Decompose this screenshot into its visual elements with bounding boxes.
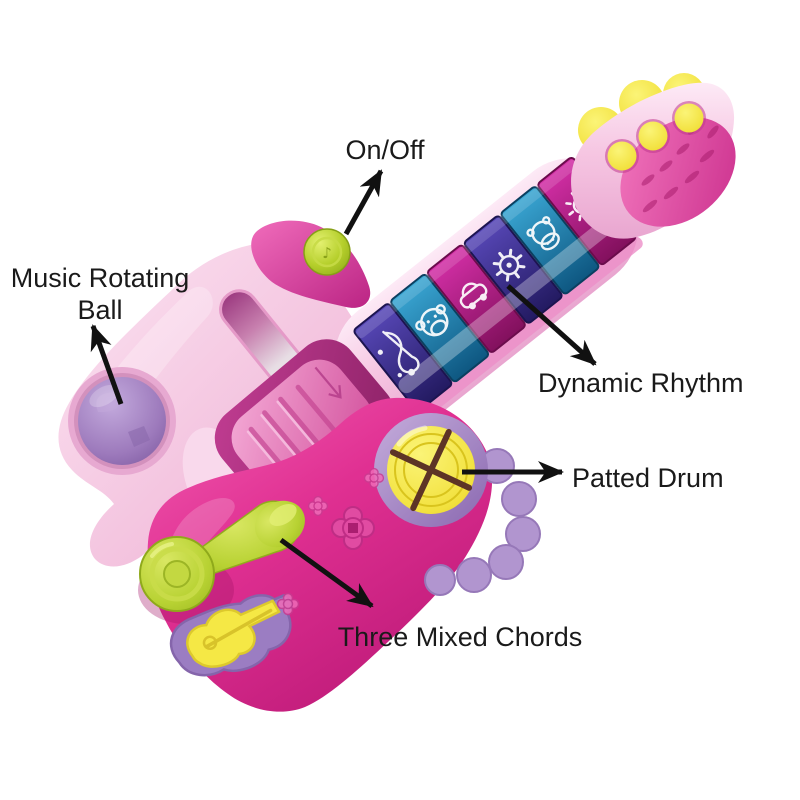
hippo-face-icon	[526, 216, 560, 251]
patted-drum-label: Patted Drum	[572, 463, 724, 493]
headstock-button-1	[607, 141, 637, 171]
dynamic-rhythm-arrow	[506, 284, 597, 366]
three-mixed-chords-lever	[138, 500, 305, 624]
monkey-face-icon	[415, 304, 449, 337]
flower-button	[331, 506, 375, 550]
headstock-buttons	[605, 101, 706, 173]
car-icon	[459, 282, 488, 310]
neck-underside-trim	[393, 236, 643, 439]
gear-icon	[492, 248, 526, 282]
drum-cross	[389, 428, 473, 512]
patted-drum	[374, 413, 488, 527]
headstock-button-3	[674, 103, 704, 133]
keys-gloss	[398, 212, 622, 394]
rhythm-key-4	[463, 215, 563, 324]
treble-clef-icon	[377, 330, 420, 378]
on-off-label: On/Off	[345, 135, 425, 165]
music-rotating-ball	[68, 367, 176, 475]
three-mixed-chords-label: Three Mixed Chords	[338, 622, 583, 652]
rhythm-key-2	[390, 273, 490, 383]
guitar-emboss	[169, 594, 293, 677]
dynamic-rhythm-keys	[353, 156, 637, 412]
music-note-icon: ♪	[322, 244, 332, 262]
music-rotating-ball-arrow	[90, 324, 124, 405]
music-rotating-ball-label-line2: Ball	[77, 295, 122, 325]
flower-emboss-3	[363, 467, 385, 489]
on-off-button: ♪	[303, 228, 351, 276]
dynamic-rhythm-label: Dynamic Rhythm	[538, 368, 744, 398]
rhythm-key-3	[427, 244, 526, 353]
on-off-arrow	[343, 169, 384, 236]
music-rotating-ball-label-line1: Music Rotating	[11, 263, 190, 293]
flower-emboss-1	[307, 495, 329, 517]
three-mixed-chords-arrow	[279, 537, 374, 609]
rhythm-key-1	[353, 303, 453, 412]
strummer-arrow-emboss	[314, 366, 342, 399]
keys-gloss-top	[356, 159, 578, 339]
headstock-button-2	[638, 121, 668, 151]
flower-emboss-2	[276, 592, 300, 616]
